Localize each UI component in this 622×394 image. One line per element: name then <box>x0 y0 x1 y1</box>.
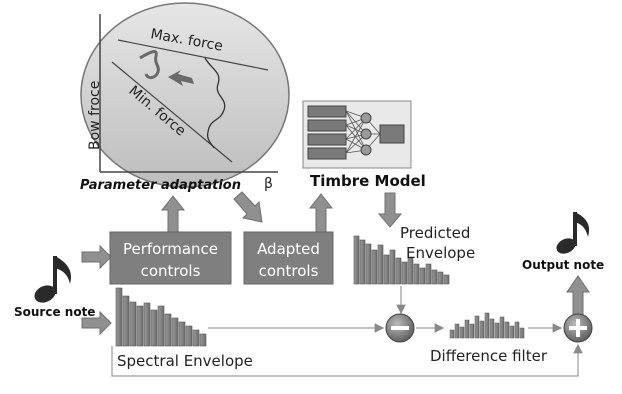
adapted-trajectory <box>139 50 160 80</box>
music-note-icon <box>34 256 72 303</box>
arrow-adaptation-to-adapted <box>233 191 263 223</box>
performance-controls-line1: Performance <box>123 240 218 258</box>
timbre-model-title: Timbre Model <box>310 172 426 190</box>
arrow-adapted-to-timbre <box>308 193 334 233</box>
performance-controls-line2: controls <box>141 262 201 280</box>
arrow-timbre-to-predicted <box>377 192 403 228</box>
spectral-envelope-label: Spectral Envelope <box>117 352 253 370</box>
output-music-note-icon <box>556 212 590 254</box>
predicted-envelope-bars <box>353 235 450 285</box>
difference-filter-label: Difference filter <box>430 347 548 365</box>
performance-controls-box: Performance controls <box>109 231 232 285</box>
max-force-line <box>117 39 269 71</box>
neural-network-icon <box>307 105 405 160</box>
signal-connectors <box>111 286 583 377</box>
adapted-controls-box: Adapted controls <box>243 231 334 285</box>
predicted-envelope-line1: Predicted <box>400 224 470 242</box>
adapted-controls-line2: controls <box>259 262 319 280</box>
arrow-performance-to-adaptation <box>160 195 186 233</box>
arrow-plus-to-output <box>566 275 590 316</box>
performance-controls-rect <box>109 231 232 285</box>
block-arrows <box>81 191 590 336</box>
adapted-controls-rect <box>243 231 334 285</box>
source-note-label: Source note <box>14 305 95 319</box>
beta-label: β <box>264 176 273 192</box>
original-trajectory <box>204 57 226 149</box>
adaptation-arrow <box>168 70 194 86</box>
adapted-controls-line1: Adapted <box>257 240 320 258</box>
arrow-note-to-performance <box>81 244 112 270</box>
predicted-envelope-line2: Envelope <box>406 244 475 262</box>
plus-operator-icon <box>563 313 593 343</box>
difference-filter-bars <box>449 312 525 339</box>
output-note-label: Output note <box>522 258 604 272</box>
arrow-note-to-spectral <box>81 310 112 336</box>
timbre-model-block: Timbre Model <box>302 100 426 190</box>
bow-force-label: Bow froce <box>87 81 103 150</box>
parameter-adaptation-panel: Max. force Min. force Bow froce β Parame… <box>80 2 290 193</box>
adaptation-ellipse <box>80 2 290 188</box>
minus-operator-icon <box>385 313 415 343</box>
bypass-to-plus-line <box>111 343 583 377</box>
parameter-adaptation-title: Parameter adaptation <box>80 178 241 193</box>
spectral-envelope-bars <box>115 287 207 347</box>
